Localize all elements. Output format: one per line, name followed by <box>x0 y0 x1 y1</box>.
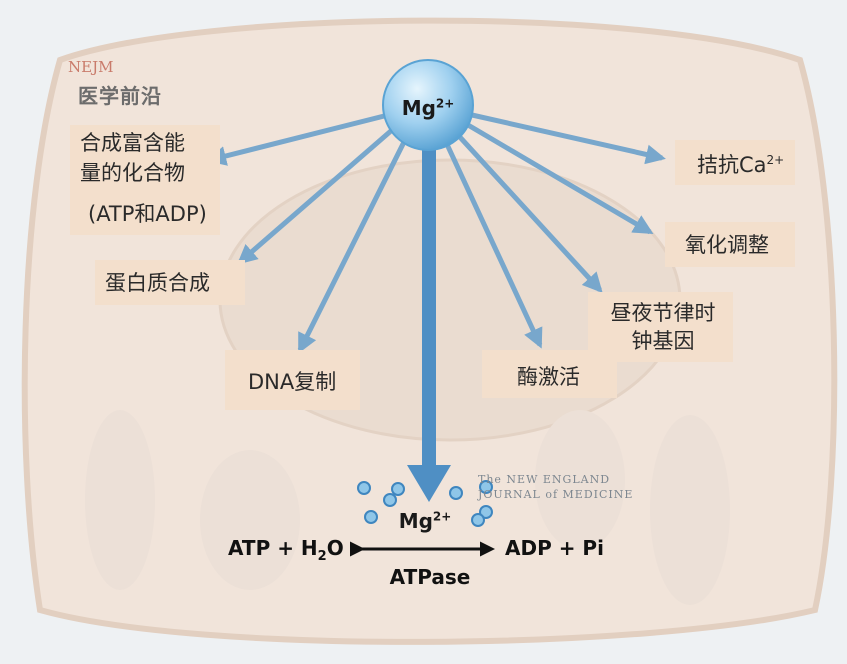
mg-ion <box>391 482 405 496</box>
label-oxidation: 氧化调整 <box>685 233 769 257</box>
reaction-left-end: O <box>326 536 344 560</box>
reaction-left-sub: 2 <box>317 549 327 564</box>
arrow-dna <box>297 138 408 354</box>
reaction-left: ATP + H2O <box>228 536 344 564</box>
organelle <box>650 415 730 605</box>
arrow-oxidation <box>466 122 654 235</box>
label-circadian-line2: 钟基因 <box>631 329 695 353</box>
reaction-right: ADP + Pi <box>505 536 604 560</box>
mg-sphere <box>382 59 474 151</box>
arrow-protein <box>236 128 394 265</box>
reaction-left-text: ATP + H <box>228 536 318 560</box>
nejm-watermark: The NEW ENGLAND JOURNAL of MEDICINE <box>478 472 633 502</box>
organelle <box>535 410 625 550</box>
organelle <box>200 450 300 590</box>
label-dna: DNA复制 <box>248 370 337 394</box>
label-box <box>665 222 795 267</box>
atpase-label: ATPase <box>389 565 471 589</box>
arrow-circadian <box>456 133 603 293</box>
label-energy-line2: 量的化合物 <box>80 161 185 185</box>
label-box <box>95 260 245 305</box>
mg-ion <box>479 505 493 519</box>
mg-ion <box>383 493 397 507</box>
arrow-atpase-head <box>407 465 451 502</box>
mg-ion <box>364 510 378 524</box>
label-box <box>70 125 220 235</box>
mg-ions-small <box>357 480 493 527</box>
label-box <box>588 292 733 362</box>
label-antagonize-text: 拮抗Ca <box>697 153 767 177</box>
mg-symbol: Mg <box>401 96 436 120</box>
arrows <box>206 112 666 354</box>
mg-ion <box>449 486 463 500</box>
arrow-antagonize <box>471 112 666 165</box>
label-enzyme: 酶激活 <box>517 365 580 389</box>
arrow-energy <box>206 112 389 166</box>
mg-ion-label: Mg2+ <box>388 96 468 120</box>
label-protein: 蛋白质合成 <box>105 271 210 295</box>
watermark-line2: JOURNAL of MEDICINE <box>478 488 634 501</box>
mg-reaction-label: Mg2+ <box>385 509 465 533</box>
label-box <box>225 350 360 410</box>
mg-charge: 2+ <box>435 96 455 111</box>
nejm-chinese-logo: 医学前沿 <box>78 84 162 108</box>
label-circadian-line1: 昼夜节律时 <box>610 301 716 325</box>
mg-ion <box>479 480 493 494</box>
label-antagonize: 拮抗Ca2+ <box>697 145 784 180</box>
mg-ion <box>471 513 485 527</box>
watermark-line1: The NEW ENGLAND <box>478 473 611 486</box>
arrow-atpase-shaft <box>422 135 436 470</box>
mg-reaction-symbol: Mg <box>398 509 433 533</box>
label-antagonize-charge: 2+ <box>766 153 785 167</box>
label-box <box>675 140 795 185</box>
organelle <box>85 410 155 590</box>
nejm-logo: NEJM <box>68 58 114 76</box>
arrow-enzyme <box>442 138 543 349</box>
label-energy-line3: (ATP和ADP) <box>88 202 207 226</box>
mg-reaction-charge: 2+ <box>432 509 452 524</box>
label-energy-line1: 合成富含能 <box>80 131 185 155</box>
mg-ion <box>357 481 371 495</box>
